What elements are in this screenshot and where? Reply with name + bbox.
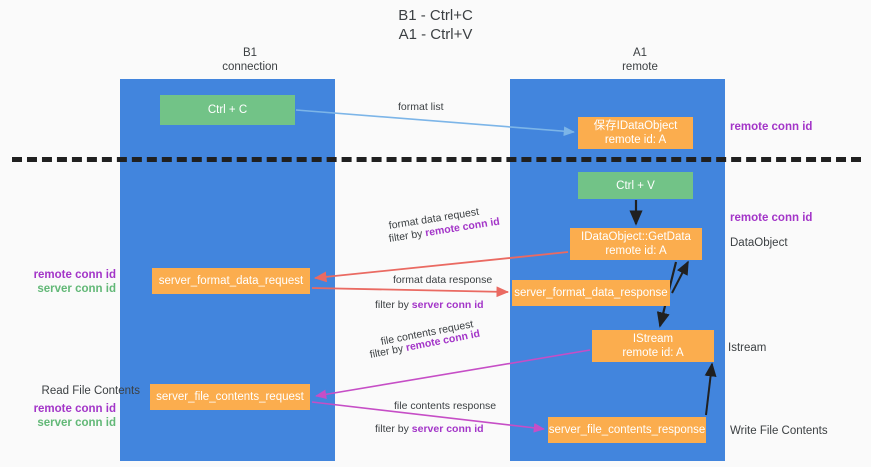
node-ctrl-c-label: Ctrl + C [207,104,248,116]
column-header-b1: B1 connection [150,46,350,74]
caption-dataobject: DataObject [730,237,788,249]
node-server-file-contents-request-label: server_file_contents_request [156,391,304,403]
filter-prefix: filter by [375,299,412,311]
filter-prefix: filter by [368,342,408,361]
node-server-file-contents-request[interactable]: server_file_contents_request [150,384,310,410]
node-istream[interactable]: IStream remote id: A [592,330,714,362]
node-server-format-data-response[interactable]: server_format_data_response [512,280,670,306]
column-header-a1-name: A1 [632,47,648,59]
column-header-a1: A1 remote [540,46,740,74]
caption-server-conn-id-left2: server conn id [37,417,116,429]
caption-remote-conn-id-left: remote conn id [33,269,116,281]
title-line-1: B1 - Ctrl+C [398,7,473,24]
edge-label-file-contents-response: file contents response [394,400,497,412]
filter-id-server-conn-id: server conn id [411,423,484,435]
node-istream-line1: IStream [632,333,674,345]
node-ctrl-v[interactable]: Ctrl + V [578,172,693,199]
node-server-file-contents-response-label: server_file_contents_response [548,424,706,436]
caption-read-file-contents: Read File Contents [41,385,140,397]
node-idataobject-line1: 保存IDataObject [593,120,678,132]
caption-write-file-contents: Write File Contents [730,425,828,437]
column-header-b1-name: B1 [242,47,258,59]
node-idataobject-line2: remote id: A [604,134,667,146]
node-idataobject-getdata[interactable]: IDataObject::GetData remote id: A [570,228,702,260]
filter-prefix: filter by [375,423,412,435]
node-getdata-line2: remote id: A [605,245,667,257]
node-istream-line2: remote id: A [622,347,684,359]
caption-remote-conn-id-left2: remote conn id [33,403,116,415]
column-header-b1-role: connection [222,61,278,73]
phase-divider [12,157,861,162]
node-server-format-data-request[interactable]: server_format_data_request [152,268,310,294]
caption-istream: Istream [728,342,767,354]
node-getdata-line1: IDataObject::GetData [581,231,691,243]
caption-server-conn-id-left: server conn id [37,283,116,295]
node-server-file-contents-response[interactable]: server_file_contents_response [548,417,706,443]
page-title: B1 - Ctrl+C A1 - Ctrl+V [0,6,871,44]
edge-label-format-list: format list [398,101,444,113]
edge-label-file-contents-response-filter: filter by server conn id [375,423,484,436]
node-ctrl-v-label: Ctrl + V [616,179,655,192]
caption-remote-conn-id-top: remote conn id [730,120,812,134]
node-server-format-data-response-label: server_format_data_response [514,287,668,299]
node-idataobject[interactable]: 保存IDataObject remote id: A [578,117,693,149]
title-line-2: A1 - Ctrl+V [398,26,473,43]
caption-left-conn-ids-bottom: remote conn id server conn id [8,402,116,430]
node-ctrl-c[interactable]: Ctrl + C [160,95,295,125]
caption-left-conn-ids-top: remote conn id server conn id [8,268,116,296]
caption-remote-conn-id-mid: remote conn id [730,211,812,225]
edge-label-format-data-response-filter: filter by server conn id [375,299,484,312]
column-header-a1-role: remote [622,61,658,73]
filter-id-server-conn-id: server conn id [411,299,484,311]
caption-remote-conn-id-top-text: remote conn id [730,121,813,133]
node-server-format-data-request-label: server_format_data_request [158,275,304,287]
caption-remote-conn-id-mid-text: remote conn id [730,212,813,224]
edge-label-format-data-response: format data response [393,274,493,286]
